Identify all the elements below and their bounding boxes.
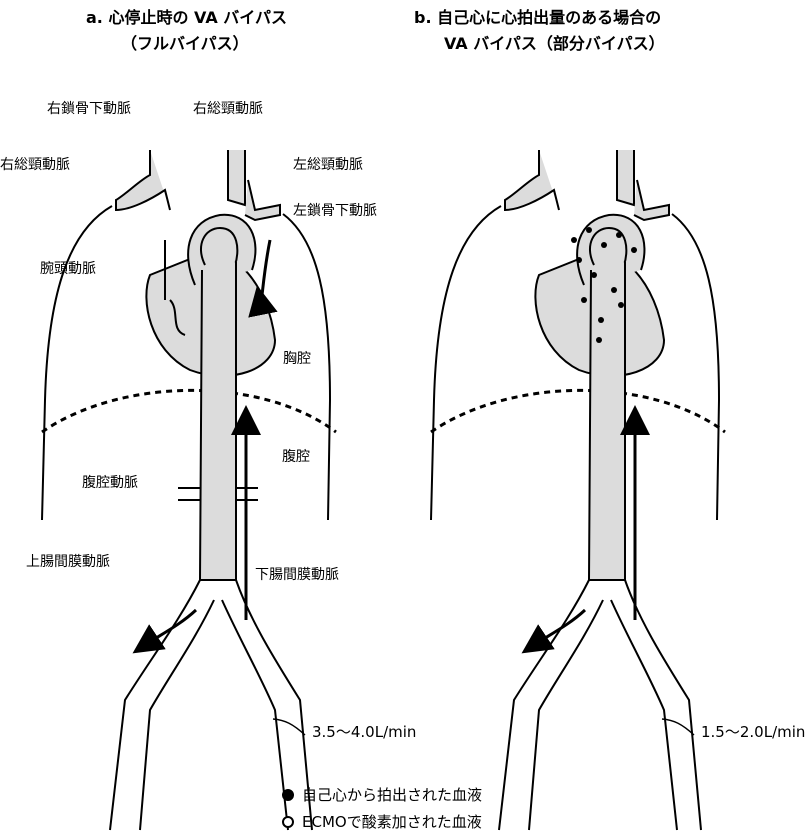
filled-dot-icon [282, 789, 294, 801]
legend-open-label: ECMOで酸素加された血液 [302, 813, 482, 831]
legend-filled-label: 自己心から拍出された血液 [302, 786, 482, 804]
label-left-common-carotid: 左総頸動脈 [293, 156, 363, 174]
label-superior-mesenteric-artery: 上腸間膜動脈 [26, 553, 110, 571]
label-abdominal-cavity: 腹腔 [282, 448, 310, 466]
label-brachiocephalic-artery: 腕頭動脈 [40, 260, 96, 278]
label-left-subclavian-artery: 左鎖骨下動脈 [293, 202, 377, 220]
label-celiac-artery: 腹腔動脈 [82, 474, 138, 492]
panel-b-flow-rate: 1.5～2.0L/min [701, 723, 805, 741]
legend-own-heart: 自己心から拍出された血液 [282, 785, 482, 805]
label-inferior-mesenteric-artery: 下腸間膜動脈 [255, 566, 339, 584]
label-right-subclavian-artery: 右鎖骨下動脈 [47, 100, 131, 118]
label-right-common-carotid-top: 右総頸動脈 [193, 100, 263, 118]
panel-a-flow-rate: 3.5～4.0L/min [312, 723, 416, 741]
legend-ecmo: ECMOで酸素加された血液 [282, 812, 482, 832]
label-right-common-carotid-left: 右総頸動脈 [0, 156, 70, 174]
open-dot-icon [282, 816, 294, 828]
label-thoracic-cavity: 胸腔 [283, 350, 311, 368]
